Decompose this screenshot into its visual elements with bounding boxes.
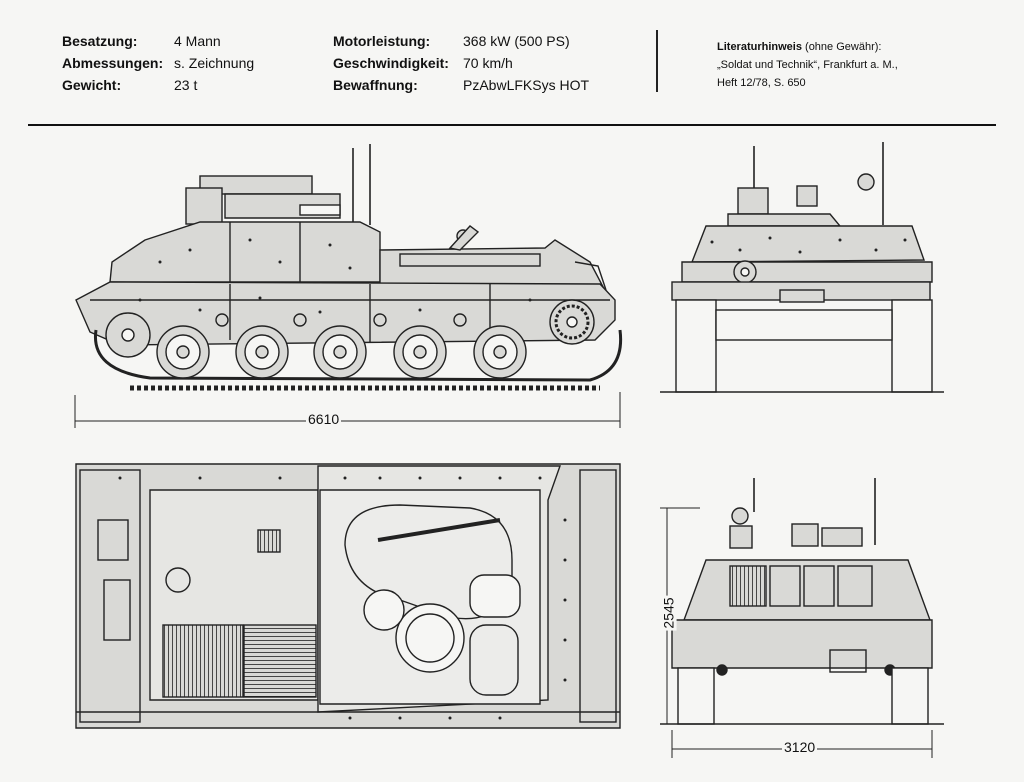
spec-label: Motorleistung: (333, 33, 431, 49)
front-view-top (660, 142, 944, 393)
spec-label: Abmessungen: (62, 55, 164, 71)
spec-value: 23 t (174, 77, 198, 93)
spec-row-armament: Bewaffnung: PzAbwLFKSys HOT (333, 74, 589, 96)
width-label: 3120 (782, 739, 818, 755)
spec-value: PzAbwLFKSys HOT (463, 77, 590, 93)
literature-title: Literaturhinweis (717, 41, 802, 53)
spec-row-crew: Besatzung: 4 Mann (62, 30, 254, 52)
road-wheels (156, 325, 527, 379)
specs-left: Besatzung: 4 Mann Abmessungen: s. Zeichnun… (62, 30, 254, 96)
spec-row-dimensions: Abmessungen: s. Zeichnung (62, 52, 254, 74)
spec-value: 368 kW (500 PS) (463, 33, 570, 49)
spec-value: 70 km/h (463, 55, 513, 71)
header-separator (656, 30, 658, 92)
spec-row-weight: Gewicht: 23 t (62, 74, 254, 96)
literature-note: Literaturhinweis (ohne Gewähr): „Soldat … (717, 38, 977, 92)
specs-right: Motorleistung: 368 kW (500 PS) Geschwindi… (333, 30, 589, 96)
length-label: 6610 (306, 411, 342, 427)
literature-source: „Soldat und Technik“, Frankfurt a. M., (717, 59, 898, 71)
rivets-top (118, 476, 567, 720)
spec-label: Geschwindigkeit: (333, 55, 449, 71)
spec-label: Gewicht: (62, 77, 122, 93)
side-view (75, 144, 623, 391)
literature-issue: Heft 12/78, S. 650 (717, 77, 806, 89)
rear-view (660, 478, 944, 725)
spec-row-speed: Geschwindigkeit: 70 km/h (333, 52, 589, 74)
literature-disclaimer: (ohne Gewähr): (801, 41, 882, 53)
spec-value: 4 Mann (174, 33, 221, 49)
spec-label: Bewaffnung: (333, 77, 418, 93)
height-label: 2545 (660, 595, 677, 631)
rivets-side (138, 238, 532, 314)
length-dimension (74, 392, 621, 428)
spec-value: s. Zeichnung (174, 55, 255, 71)
spec-label: Besatzung: (62, 33, 138, 49)
header-rule (28, 124, 996, 126)
top-view (75, 463, 621, 729)
spec-row-engine: Motorleistung: 368 kW (500 PS) (333, 30, 589, 52)
